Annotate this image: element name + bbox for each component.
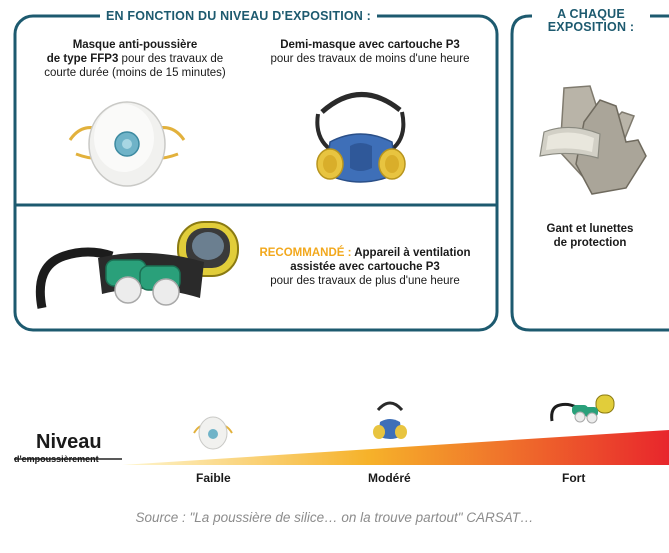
- ventilated-respirator-image: [35, 221, 239, 309]
- ffp3-mask-image: [68, 101, 186, 187]
- half-mask-line1: Demi-masque avec cartouche P3: [280, 39, 460, 51]
- scale-title: Niveau: [36, 431, 102, 453]
- gloves-glasses-image: [539, 85, 647, 195]
- scale-subtitle: d'empoussièrement: [14, 454, 99, 464]
- level-low-label: Faible: [196, 471, 231, 485]
- right-heading-line2: EXPOSITION :: [547, 20, 635, 34]
- ffp3-line2-rest: pour des travaux de: [118, 53, 224, 65]
- moderate-level-mask-icon: [373, 401, 407, 439]
- left-panel-heading: EN FONCTION DU NIVEAU D'EXPOSITION :: [100, 10, 378, 23]
- right-heading-line1: A CHAQUE: [557, 7, 625, 21]
- ffp3-line2-bold: de type FFP3: [46, 53, 119, 65]
- half-mask-caption: Demi-masque avec cartouche P3 pour des t…: [250, 38, 490, 66]
- half-mask-line2: pour des travaux de moins d'une heure: [270, 53, 470, 65]
- ventilated-line2: assistée avec cartouche P3: [290, 261, 440, 273]
- ffp3-line1: Masque anti-poussière: [72, 39, 198, 51]
- level-moderate-label: Modéré: [368, 471, 411, 485]
- right-panel-frame: [510, 14, 669, 332]
- ventilated-line3: pour des travaux de plus d'une heure: [270, 275, 460, 287]
- low-level-mask-icon: [193, 416, 233, 450]
- exposure-gradient-bar: [122, 430, 669, 465]
- right-panel-heading: A CHAQUE EXPOSITION :: [532, 8, 650, 34]
- gloves-line1: Gant et lunettes: [546, 223, 634, 235]
- source-citation: Source : "La poussière de silice… on la …: [135, 510, 534, 525]
- gloves-glasses-caption: Gant et lunettes de protection: [520, 222, 660, 250]
- level-high-label: Fort: [562, 471, 586, 485]
- half-mask-image: [315, 92, 406, 183]
- high-level-respirator-icon: [550, 394, 615, 424]
- ventilated-line1: Appareil à ventilation: [354, 247, 471, 259]
- ffp3-line3: courte durée (moins de 15 minutes): [44, 67, 226, 79]
- gloves-line2: de protection: [553, 237, 627, 249]
- ffp3-caption: Masque anti-poussière de type FFP3 pour …: [30, 38, 240, 80]
- ventilated-caption: RECOMMANDÉ : Appareil à ventilation assi…: [245, 246, 485, 288]
- recommended-label: RECOMMANDÉ :: [259, 247, 355, 259]
